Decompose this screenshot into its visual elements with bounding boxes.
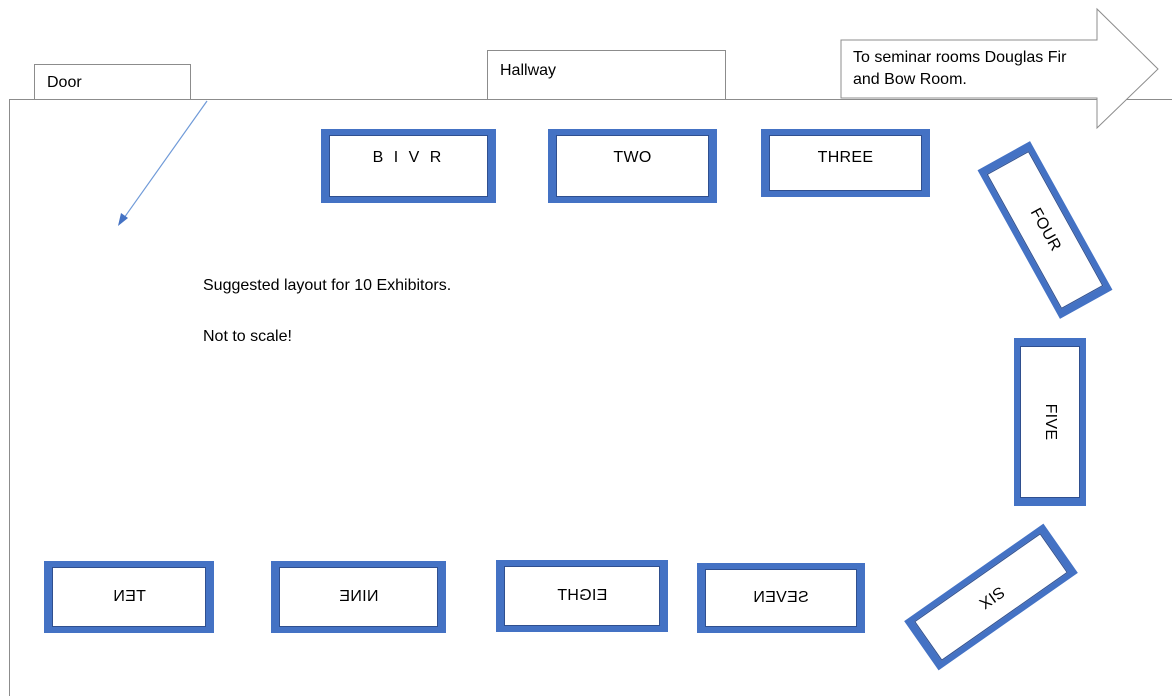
table-label-seven: SEVEN	[753, 589, 809, 606]
seminar-label-line2: and Bow Room.	[853, 71, 967, 88]
table-label-three: THREE	[817, 149, 874, 166]
table-label-five: FIVE	[1042, 403, 1059, 441]
table-label-one: B I V R	[372, 149, 445, 166]
table-label-ten: TEN	[112, 588, 146, 605]
door-label: Door	[47, 74, 82, 91]
door-arrow-head	[118, 213, 128, 226]
hallway-label: Hallway	[500, 62, 557, 79]
exhibitor-table-nine: NINE	[271, 561, 446, 633]
hallway-label-box: Hallway	[487, 50, 726, 100]
exhibitor-table-ten: TEN	[44, 561, 214, 633]
exhibitor-table-one: B I V R	[321, 129, 496, 203]
door-arrow-line	[123, 100, 208, 219]
door-label-box: Door	[34, 64, 191, 100]
exhibitor-table-two: TWO	[548, 129, 717, 203]
exhibitor-table-eight: EIGHT	[496, 560, 668, 632]
table-label-four: FOUR	[1026, 205, 1065, 255]
exhibitor-table-five: FIVE	[1014, 338, 1086, 506]
seminar-arrow-label: To seminar rooms Douglas Fir and Bow Roo…	[853, 47, 1066, 91]
seminar-label-line1: To seminar rooms Douglas Fir	[853, 49, 1067, 66]
table-label-eight: EIGHT	[556, 587, 608, 604]
scale-note: Not to scale!	[203, 328, 292, 345]
table-label-nine: NINE	[338, 588, 379, 605]
table-label-six: SIX	[975, 582, 1008, 613]
layout-note: Suggested layout for 10 Exhibitors.	[203, 277, 452, 294]
exhibitor-table-seven: SEVEN	[697, 563, 865, 633]
seminar-arrow-shape	[840, 7, 1159, 130]
exhibitor-table-three: THREE	[761, 129, 930, 197]
table-label-two: TWO	[613, 149, 652, 166]
